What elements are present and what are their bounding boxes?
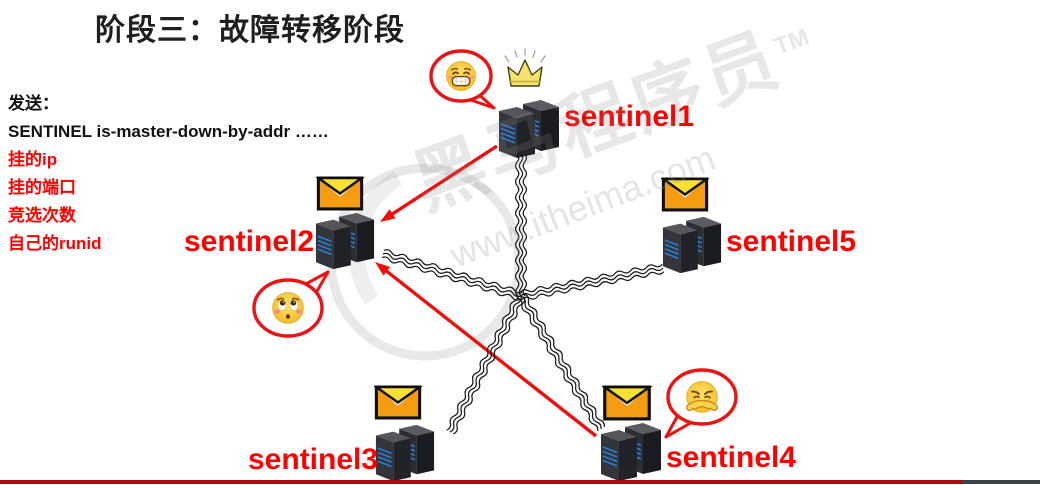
server-icon-sentinel2 — [314, 208, 376, 272]
node-label-sentinel3: sentinel3 — [248, 443, 379, 476]
page-title: 阶段三：故障转移阶段 — [95, 14, 405, 47]
server-icon-sentinel3 — [374, 421, 436, 483]
beaming-grin-face-emoji — [445, 60, 477, 92]
flushed-pleading-face-emoji — [271, 291, 305, 325]
crown-icon — [503, 48, 547, 92]
node-label-sentinel2: sentinel2 — [184, 225, 315, 258]
broadcast-squiggle-line — [446, 294, 519, 431]
server-icon-sentinel4 — [599, 419, 663, 483]
node-label-sentinel1: sentinel1 — [564, 100, 695, 133]
param-runid: 自己的runid — [8, 234, 102, 253]
param-ip: 挂的ip — [8, 150, 58, 169]
broadcast-squiggle-line — [524, 293, 606, 428]
server-icon-sentinel1 — [497, 97, 561, 159]
mail-envelope-icon-sentinel5 — [661, 177, 709, 212]
broadcast-squiggle-line — [382, 252, 522, 298]
broadcast-squiggle-line — [519, 263, 663, 293]
broadcast-squiggle-line — [517, 297, 599, 432]
broadcast-squiggle-line — [520, 267, 664, 297]
send-label: 发送： — [8, 94, 59, 113]
footer-bar-dark — [962, 480, 1040, 484]
vote-arrow-line — [389, 144, 498, 217]
vote-arrow-head — [380, 209, 396, 222]
param-epoch: 竞选次数 — [8, 206, 76, 225]
vote-arrow-head — [375, 262, 391, 276]
command-text: SENTINEL is-master-down-by-addr …… — [8, 122, 329, 141]
broadcast-squiggle-line — [449, 295, 522, 433]
pouting-arms-crossed-face-emoji — [687, 382, 718, 413]
footer-bar-red — [0, 480, 962, 484]
node-label-sentinel4: sentinel4 — [666, 441, 797, 474]
info-panel: 发送： SENTINEL is-master-down-by-addr …… 挂… — [8, 90, 329, 258]
param-port: 挂的端口 — [8, 178, 76, 197]
broadcast-squiggle-line — [453, 297, 526, 435]
speech-bubble-sentinel4 — [664, 368, 738, 439]
broadcast-squiggle-line — [381, 256, 521, 301]
broadcast-squiggle-line — [518, 153, 524, 297]
node-label-sentinel5: sentinel5 — [726, 225, 857, 258]
speech-bubble-sentinel1 — [429, 49, 496, 110]
broadcast-squiggle-line — [521, 271, 665, 301]
broadcast-squiggle-line — [514, 153, 520, 297]
broadcast-squiggle-line — [383, 249, 523, 294]
speech-bubble-sentinel2 — [252, 270, 330, 338]
server-icon-sentinel5 — [661, 212, 723, 276]
mail-envelope-icon-sentinel3 — [374, 385, 422, 420]
mail-envelope-icon-sentinel4 — [602, 385, 652, 421]
broadcast-squiggle-line — [522, 153, 528, 297]
mail-envelope-icon-sentinel2 — [316, 176, 364, 211]
broadcast-squiggle-line — [520, 295, 602, 430]
